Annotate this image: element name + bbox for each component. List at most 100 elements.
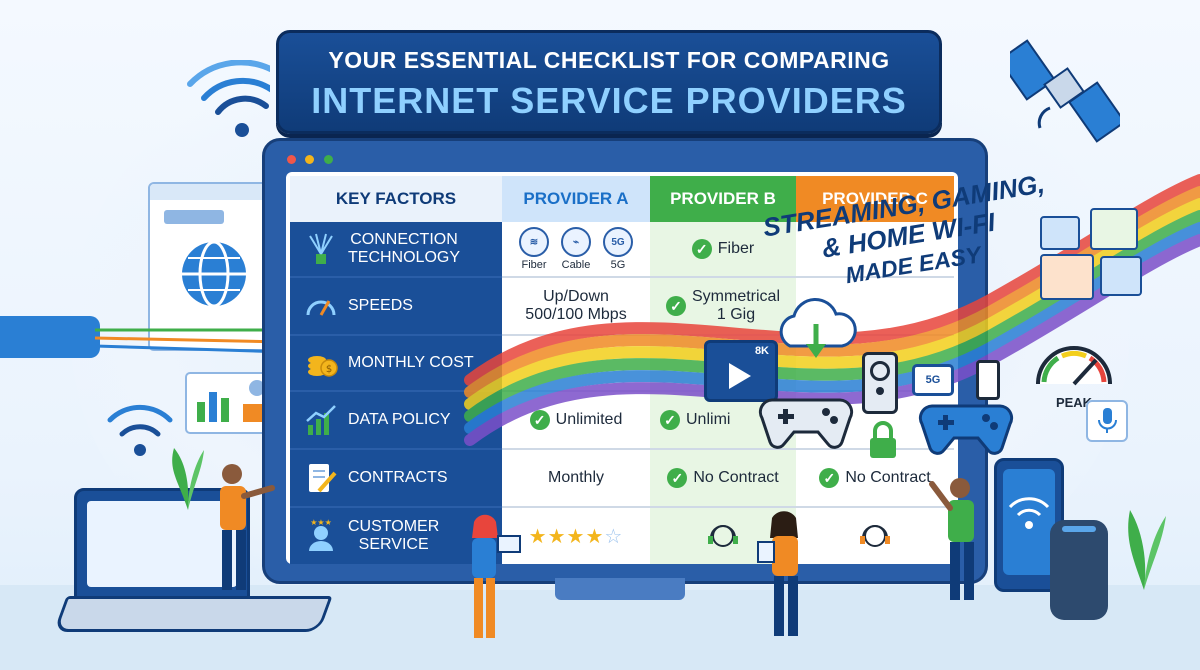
router-badge: 5G <box>912 364 954 396</box>
fiber-cable-illustration <box>0 316 100 358</box>
video-player-illustration: 8K <box>704 340 778 402</box>
tech-chip-fiber: ≋ Fiber <box>519 227 549 271</box>
tech-chip-label: Fiber <box>521 259 547 271</box>
game-controller-icon-2 <box>918 404 1014 455</box>
person-walking-illustration <box>757 511 798 636</box>
speed-line-2: 1 Gig <box>716 306 756 323</box>
factor-label: SPEEDS <box>348 297 413 314</box>
window-dot-red <box>287 155 296 164</box>
globe-icon <box>182 240 246 308</box>
coin-stack-icon: $ <box>308 356 338 377</box>
check-icon: ✓ <box>529 410 550 430</box>
wifi-left-icon <box>107 404 173 456</box>
video-call-tile-1 <box>1040 216 1080 250</box>
gauge-dial-icon <box>1036 346 1112 386</box>
video-call-tile-2 <box>1090 208 1138 250</box>
provider-a-contracts: Monthly <box>502 450 650 508</box>
fiber-strands-icon <box>309 233 333 264</box>
phone-wifi-icon <box>1008 497 1050 529</box>
document-pen-icon <box>309 464 337 493</box>
video-badge: 8K <box>754 345 769 357</box>
contract-value: Monthly <box>547 469 605 486</box>
speed-line-2: 500/100 Mbps <box>525 306 627 323</box>
provider-c-contracts: ✓ No Contract <box>796 450 954 508</box>
wifi-icon <box>187 60 270 137</box>
provider-a-data-policy: ✓ Unlimited <box>502 392 650 450</box>
fiber-icon: ≋ <box>519 227 549 257</box>
check-icon: ✓ <box>691 239 712 259</box>
factor-speeds: SPEEDS <box>290 278 502 336</box>
half-star-icon: ☆ <box>604 525 624 548</box>
title-line-1: YOUR ESSENTIAL CHECKLIST FOR COMPARING <box>328 47 890 73</box>
factor-contracts: CONTRACTS <box>290 450 502 508</box>
contract-value: No Contract <box>845 469 931 486</box>
cable-icon: ⌁ <box>561 227 591 257</box>
window-dot-green <box>323 155 333 164</box>
plant-illustration <box>172 448 204 510</box>
provider-b-data-policy: ✓ Unlimi <box>650 392 796 450</box>
plant-right-illustration <box>1128 510 1166 590</box>
tech-chip-label: Cable <box>561 259 591 271</box>
contract-value: No Contract <box>693 469 779 486</box>
laptop-screen-illustration <box>74 488 250 604</box>
speed-line-1: Up/Down <box>543 288 609 305</box>
video-call-tile-4 <box>1100 256 1142 296</box>
speedometer-gauge: PEAK <box>1030 330 1118 410</box>
title-banner: YOUR ESSENTIAL CHECKLIST FOR COMPARING I… <box>276 30 942 134</box>
video-call-tile-3 <box>1040 254 1094 300</box>
laptop-keyboard-illustration <box>53 596 333 632</box>
play-icon <box>729 363 751 389</box>
microphone-icon <box>1086 400 1128 442</box>
provider-b-contracts: ✓ No Contract <box>650 450 796 508</box>
title-line-2: INTERNET SERVICE PROVIDERS <box>311 80 907 121</box>
factor-label: CONNECTION <box>350 231 458 248</box>
technology-value: Fiber <box>717 240 755 257</box>
provider-b-technology: ✓ Fiber <box>650 222 796 278</box>
speedometer-label: PEAK <box>1055 395 1093 410</box>
factor-label-line-2: SERVICE <box>358 536 429 553</box>
window-dot-yellow <box>305 155 315 164</box>
satellite-icon <box>1010 39 1120 143</box>
smart-plug-icon <box>976 360 1000 400</box>
person-presenter-illustration <box>220 464 275 590</box>
headset-icon <box>708 525 738 547</box>
factor-monthly-cost: $ MONTHLY COST <box>290 336 502 392</box>
check-icon: ✓ <box>665 296 686 316</box>
svg-text:★★★: ★★★ <box>310 519 332 527</box>
factor-label: CUSTOMER <box>348 518 440 535</box>
speedometer-icon <box>306 300 336 316</box>
check-icon: ✓ <box>819 468 840 488</box>
factor-label: MONTHLY COST <box>348 354 474 371</box>
fiber-strands-illustration <box>95 328 285 354</box>
smart-speaker-illustration <box>1050 520 1108 620</box>
tech-chip-cable: ⌁ Cable <box>561 227 591 271</box>
growth-chart-icon <box>306 405 336 435</box>
header-key-factors: KEY FACTORS <box>290 176 502 222</box>
monitor-stand <box>555 578 685 600</box>
factor-data-policy: DATA POLICY <box>290 392 502 450</box>
factor-label: CONTRACTS <box>348 469 448 486</box>
5g-icon: 5G <box>603 227 633 257</box>
person-tablet-illustration <box>472 514 521 638</box>
support-agent-icon: ★★★ <box>309 519 333 551</box>
data-policy-value: Unlimi <box>686 411 731 428</box>
cloud-download-icon <box>779 297 857 358</box>
factor-label: DATA POLICY <box>348 411 451 428</box>
game-controller-icon <box>758 398 854 449</box>
provider-c-technology <box>796 222 954 278</box>
lock-icon <box>870 421 896 458</box>
provider-a-customer-service: ★★★★☆ <box>502 508 650 564</box>
header-provider-b: PROVIDER B <box>650 176 796 222</box>
svg-text:$: $ <box>326 364 332 375</box>
factor-label-line-2: TECHNOLOGY <box>348 249 461 266</box>
check-icon: ✓ <box>660 410 680 430</box>
provider-b-customer-service <box>650 508 796 564</box>
provider-c-customer-service <box>796 508 954 564</box>
check-icon: ✓ <box>667 468 688 488</box>
data-policy-value: Unlimited <box>555 411 623 428</box>
